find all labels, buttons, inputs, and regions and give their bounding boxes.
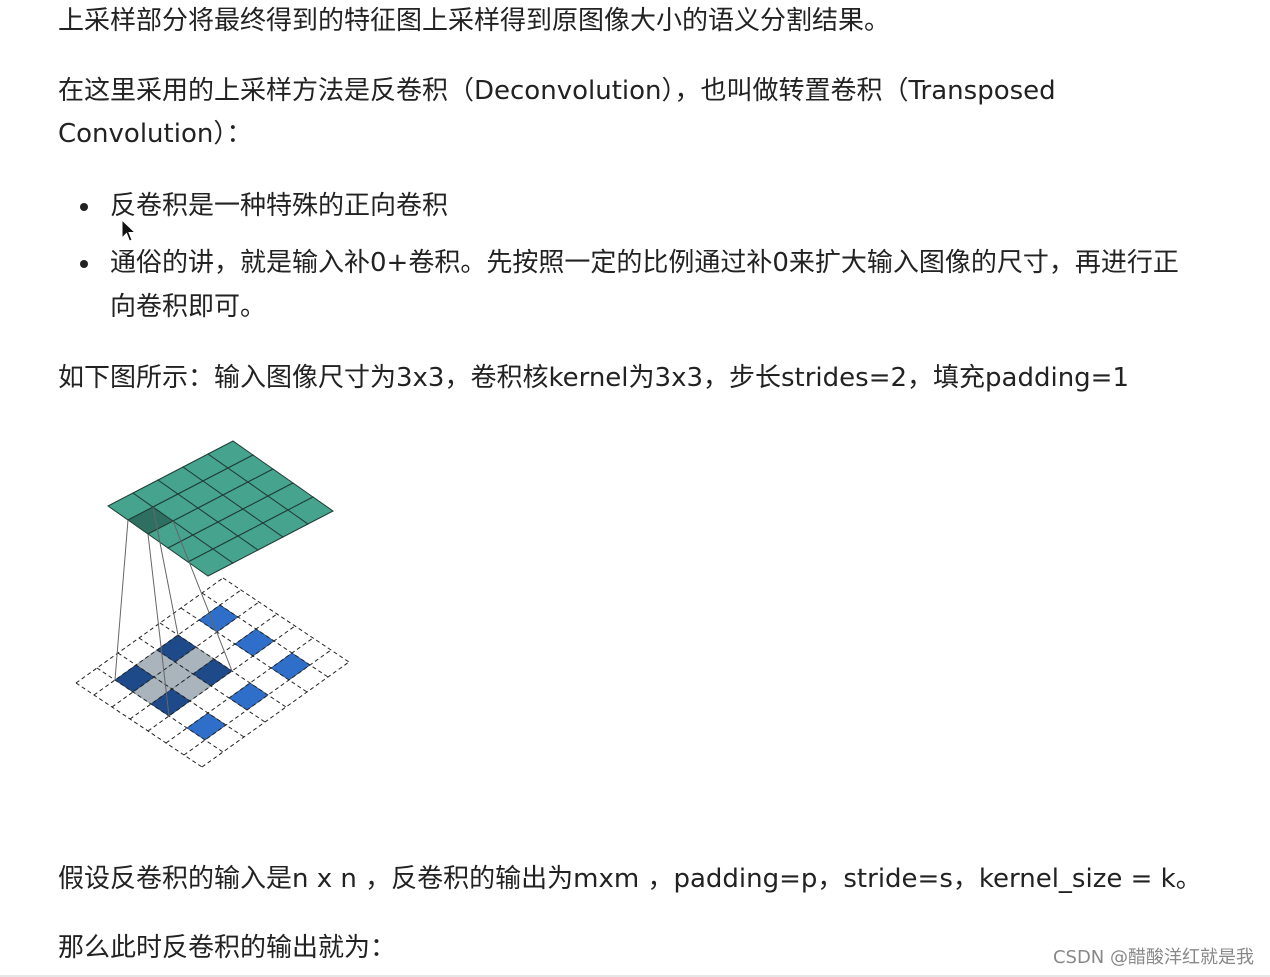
- projection-line: [172, 520, 233, 672]
- mouse-cursor-icon: [121, 219, 137, 242]
- input-grid-line: [159, 622, 287, 708]
- input-grid-line: [222, 577, 350, 663]
- input-grid-line: [201, 592, 329, 678]
- input-grid-line: [165, 637, 314, 744]
- input-grid-line: [147, 625, 296, 732]
- input-grid-line: [180, 607, 308, 693]
- input-grid-line: [129, 613, 278, 720]
- input-pixel: [186, 712, 227, 741]
- bullet-marker: [80, 260, 88, 268]
- input-pixel: [228, 682, 269, 711]
- input-grid-line: [93, 589, 242, 696]
- paragraph-intro: 上采样部分将最终得到的特征图上采样得到原图像大小的语义分割结果。: [58, 6, 891, 36]
- bullet-item-1: 反卷积是一种特殊的正向卷积: [110, 191, 449, 221]
- input-grid-line: [201, 661, 350, 768]
- formula-intro: 假设反卷积的输入是n x n ，反卷积的输出为mxm ，padding=p，st…: [58, 864, 1202, 894]
- input-grid-line: [138, 637, 266, 723]
- paragraph-method-line2: Convolution）：: [58, 119, 253, 149]
- input-grid-line: [75, 577, 224, 684]
- csdn-watermark: CSDN @醋酸洋红就是我: [1052, 947, 1254, 968]
- projection-line: [114, 519, 129, 681]
- projection-line: [147, 533, 170, 717]
- input-grid-line: [117, 652, 245, 738]
- bullet-item-2-line1: 通俗的讲，就是输入补0+卷积。先按照一定的比例通过补0来扩大输入图像的尺寸，再进…: [110, 248, 1179, 278]
- input-grid-line: [183, 649, 332, 756]
- input-grid-line: [96, 667, 224, 753]
- input-pixel: [270, 652, 311, 681]
- paragraph-method-line1: 在这里采用的上采样方法是反卷积（Deconvolution），也叫做转置卷积（T…: [58, 76, 1056, 106]
- figure-caption: 如下图所示：输入图像尺寸为3x3，卷积核kernel为3x3，步长strides…: [58, 363, 1130, 393]
- output-cell: [287, 496, 334, 525]
- input-pixel: [234, 628, 275, 657]
- input-pixel: [198, 604, 239, 633]
- bullet-marker: [80, 203, 88, 211]
- projection-line: [152, 506, 179, 636]
- divider: [0, 975, 1270, 977]
- output-intro: 那么此时反卷积的输出就为：: [58, 933, 397, 963]
- transposed-convolution-diagram: [75, 440, 350, 768]
- bullet-item-2-line2: 向卷积即可。: [110, 292, 267, 322]
- input-grid-line: [75, 682, 203, 768]
- input-grid-line: [111, 601, 260, 708]
